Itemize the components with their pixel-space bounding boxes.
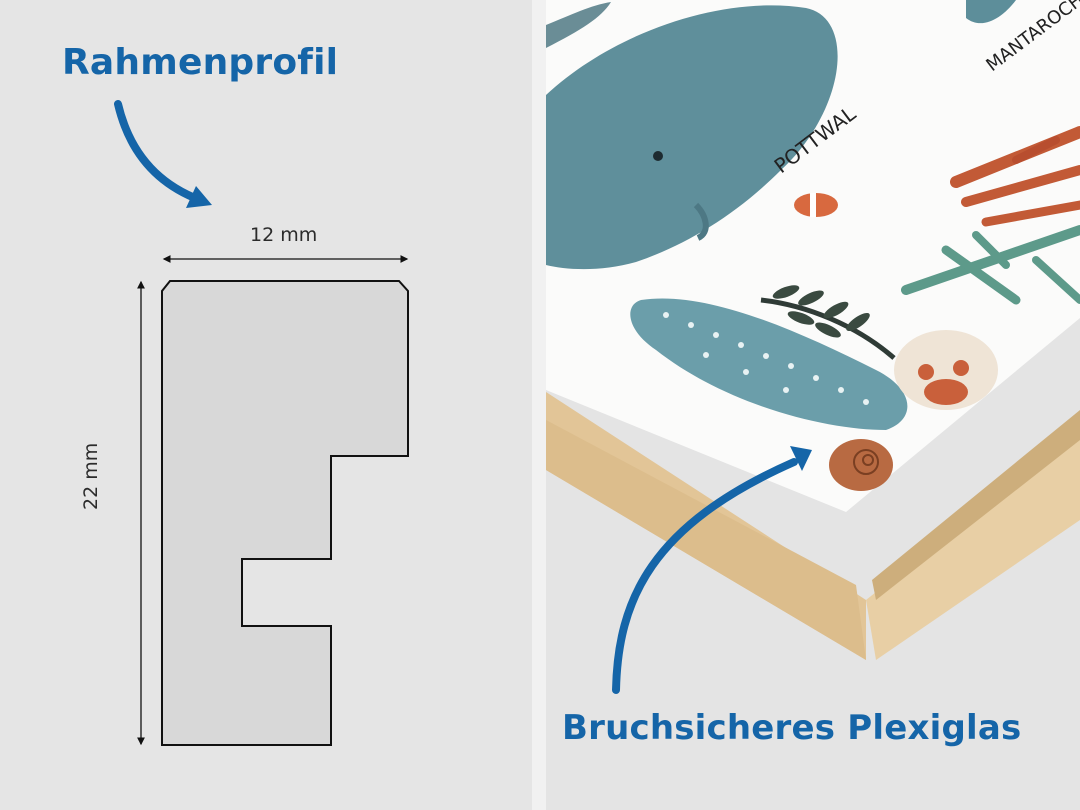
profile-diagram xyxy=(114,100,409,746)
frame-profile-shape xyxy=(161,280,409,746)
framed-poster-image: POTTWAL MANTAROCHEN xyxy=(546,0,1080,694)
green-coral xyxy=(901,225,1080,305)
frame-right-face xyxy=(872,410,1080,600)
width-label: 12 mm xyxy=(250,224,318,246)
frame-photo-panel: POTTWAL MANTAROCHEN xyxy=(546,0,1080,810)
arrowhead-icon xyxy=(186,186,212,208)
callout-arrowhead-icon xyxy=(790,446,812,471)
clownfish xyxy=(794,193,838,217)
crab xyxy=(918,360,969,405)
sperm-whale xyxy=(546,5,838,270)
plexiglass-caption: Bruchsicheres Plexiglas xyxy=(562,708,1022,748)
curved-arrow-icon xyxy=(114,100,204,204)
frame-profile-title: Rahmenprofil xyxy=(62,42,339,83)
sea-stone xyxy=(894,330,998,410)
manta-ray xyxy=(966,0,1016,24)
callout-arrow-icon xyxy=(612,458,798,694)
fern-plant xyxy=(760,297,896,360)
spotted-fish xyxy=(630,298,908,430)
frame-bottom-face xyxy=(546,420,866,660)
snail-shell xyxy=(829,439,893,491)
height-label: 22 mm xyxy=(80,442,102,510)
panel-divider xyxy=(532,0,546,810)
red-coral xyxy=(950,126,1080,227)
frame-right-edge xyxy=(866,430,1080,660)
